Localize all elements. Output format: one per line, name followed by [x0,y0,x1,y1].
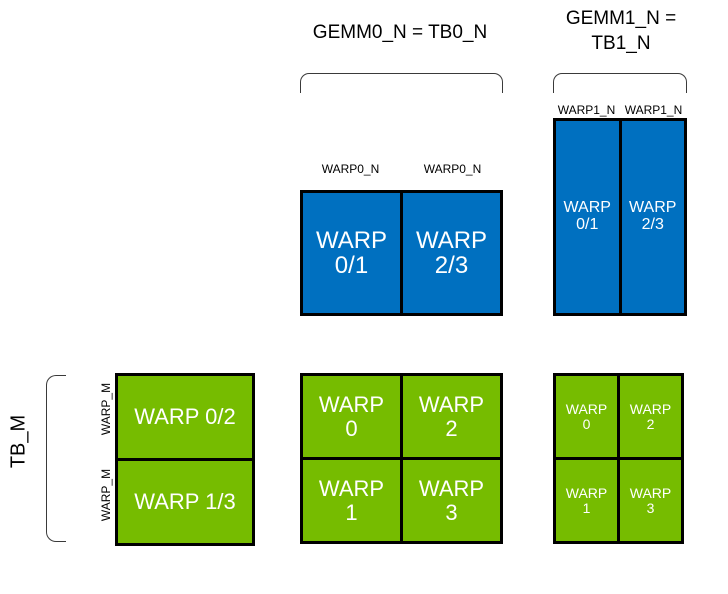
gemm0-n-heading: GEMM0_N = TB0_N [312,22,488,43]
warp0-n-label-left: WARP0_N [321,162,380,176]
green-block-tb-m: WARP 0/2 WARP 1/3 [115,373,255,546]
warp0-n-label-right: WARP0_N [423,162,482,176]
tb-m-bracket [46,375,66,542]
tb-m-label: TB_M [7,414,30,469]
green-block-gemm0-output: WARP 0 WARP 2 WARP 1 WARP 3 [300,373,503,544]
green-cell-warp-0-2[interactable]: WARP 0/2 [118,376,252,458]
green-cell-warp-2[interactable]: WARP 2 [403,376,500,457]
gemm1-n-heading: GEMM1_N = TB1_N [565,8,677,54]
green-cell-warp-0[interactable]: WARP 0 [303,376,400,457]
blue-cell-warp-2-3-right[interactable]: WARP 2/3 [621,121,684,313]
green-cell-warp-2-right[interactable]: WARP 2 [620,376,681,457]
blue-cell-warp-0-1-right[interactable]: WARP 0/1 [556,121,619,313]
warp1-n-label-right: WARP1_N [624,103,683,117]
green-block-gemm1-output: WARP 0 WARP 2 WARP 1 WARP 3 [553,373,684,544]
green-cell-warp-1-right[interactable]: WARP 1 [556,460,617,541]
blue-cell-warp-2-3[interactable]: WARP 2/3 [403,193,500,313]
green-cell-warp-3[interactable]: WARP 3 [403,460,500,541]
blue-block-gemm1: WARP 0/1 WARP 2/3 [553,118,687,316]
green-cell-warp-0-right[interactable]: WARP 0 [556,376,617,457]
warp-m-label-bottom: WARP_M [99,468,113,522]
green-cell-warp-3-right[interactable]: WARP 3 [620,460,681,541]
blue-block-gemm0: WARP 0/1 WARP 2/3 [300,190,503,316]
blue-cell-warp-0-1[interactable]: WARP 0/1 [303,193,400,313]
gemm1-span-bracket [553,73,687,93]
warp1-n-label-left: WARP1_N [557,103,616,117]
green-cell-warp-1-3[interactable]: WARP 1/3 [118,461,252,543]
gemm0-span-bracket [300,73,503,93]
warp-m-label-top: WARP_M [99,382,113,436]
green-cell-warp-1[interactable]: WARP 1 [303,460,400,541]
